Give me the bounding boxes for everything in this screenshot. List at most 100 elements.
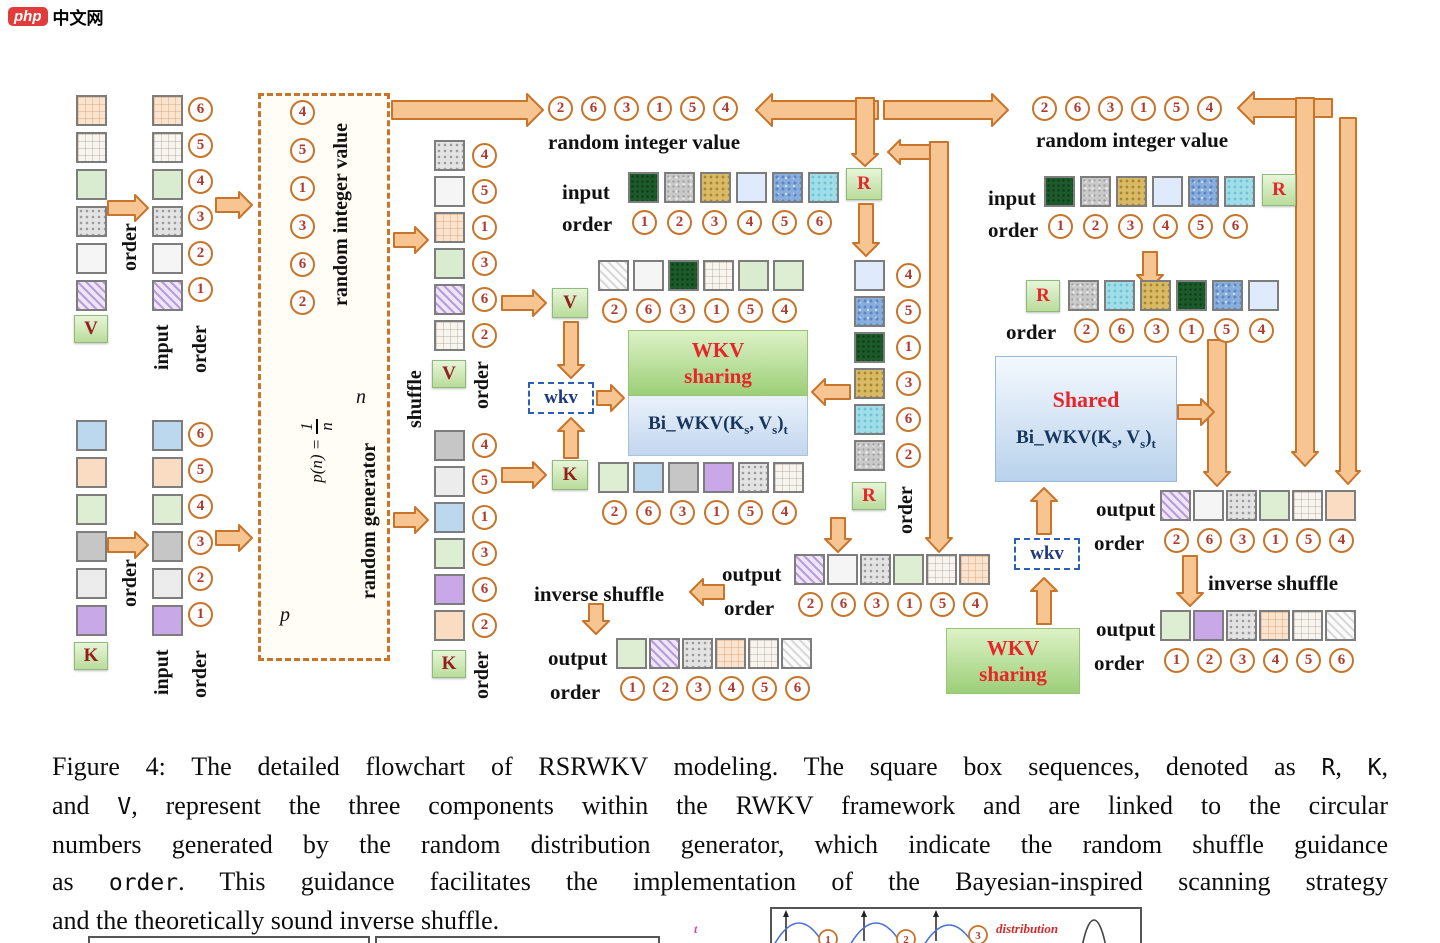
caption-segment: , represent the three components within … [131, 791, 1388, 820]
patch-square-peach [434, 610, 465, 641]
caption-segment: , [1335, 752, 1368, 781]
patch-square-whiteStripe [781, 638, 812, 669]
order-number: 3 [1230, 648, 1255, 673]
order-number: 2 [1032, 96, 1057, 121]
center-k-label-box: K [552, 460, 588, 490]
right-shuffled-squares [1068, 280, 1279, 311]
patch-square-white [76, 243, 107, 274]
caption-segment: R [1321, 755, 1336, 781]
patch-square-cyan [808, 172, 839, 203]
wkv-sharing-small-title: WKV sharing [946, 628, 1080, 694]
patch-square-whiteStripe [1325, 610, 1356, 641]
patch-square-paleBlue [854, 260, 885, 291]
distribution-curve-4 [1082, 919, 1106, 943]
order-number: 1 [472, 505, 497, 530]
r-column-squares [854, 260, 885, 471]
text-segment: ) [1145, 426, 1152, 448]
center-random-title: random integer value [548, 130, 741, 154]
v-input-stack [76, 95, 107, 311]
mini-circle-2 [896, 929, 916, 943]
order-number: 2 [602, 298, 627, 323]
formula-lhs: p(n) = [307, 438, 326, 483]
flow-arrow [883, 93, 1009, 127]
caption-line: Figure 4: The detailed flowchart of RSRW… [52, 748, 1388, 787]
order-number: 1 [704, 298, 729, 323]
order-number: 1 [632, 210, 657, 235]
patch-square-whiteGrid [1292, 490, 1323, 521]
wkv-sharing-title: WKV sharing [628, 330, 808, 396]
patch-square-purple [703, 462, 734, 493]
right-r-label-box: R [1262, 174, 1296, 206]
caption-segment: Figure 4: The detailed flowchart of RSRW… [52, 752, 1322, 781]
center-order-label: order [562, 212, 613, 236]
patch-square-ltGreen [1259, 490, 1290, 521]
k-label-box: K [74, 642, 108, 670]
order-number: 4 [1329, 528, 1354, 553]
flow-arrow [1177, 398, 1215, 426]
right-input-squares [1044, 176, 1255, 207]
flow-arrow [1030, 577, 1058, 625]
order-number: 4 [1197, 96, 1222, 121]
shared-bi-wkv-formula: Bi_WKV(Ks, Vs)t [1016, 427, 1156, 452]
right-output2-squares [1160, 610, 1356, 641]
patch-square-white [633, 260, 664, 291]
v-order-label: order [189, 325, 211, 373]
order-number: 3 [290, 214, 315, 239]
order-number: 2 [548, 96, 573, 121]
order-number: 6 [636, 298, 661, 323]
order-number: 2 [188, 566, 213, 591]
patch-square-cyan [854, 404, 885, 435]
order-number: 4 [188, 494, 213, 519]
patch-square-green [434, 248, 465, 279]
random-integer-value-vertical-label: random integer value [330, 123, 352, 307]
k-order-arrow-label: order [119, 559, 141, 607]
order-number: 6 [581, 96, 606, 121]
shuffle-v-order-label: order [471, 361, 493, 409]
patch-square-purpleStripe [152, 280, 183, 311]
order-number: 4 [290, 100, 315, 125]
shuffled-k-stack [434, 430, 465, 641]
text-segment: t [1151, 435, 1156, 451]
order-number: 6 [785, 676, 810, 701]
shuffle-k-order-label: order [471, 651, 493, 699]
site-logo[interactable]: php 中文网 [8, 4, 104, 29]
order-number: 3 [670, 298, 695, 323]
order-number: 5 [1296, 648, 1321, 673]
patch-square-peachGrid [715, 638, 746, 669]
next-figure-panel-2 [375, 936, 660, 943]
text-segment: ) [777, 413, 784, 435]
order-number: 2 [1197, 648, 1222, 673]
flow-arrow [393, 506, 429, 534]
patch-square-dkGreen [1044, 176, 1075, 207]
random-generator-box [258, 93, 390, 661]
patch-square-gold [700, 172, 731, 203]
patch-square-ltGray [76, 568, 107, 599]
formula-fraction: 1 n [297, 419, 336, 434]
caption-segment: and the theoretically sound inverse shuf… [52, 906, 500, 935]
order-number: 3 [896, 371, 921, 396]
patch-square-grayNoise [854, 440, 885, 471]
patch-square-purple [1193, 610, 1224, 641]
caption-line: and V, represent the three components wi… [52, 787, 1388, 826]
k-order-label: order [189, 650, 211, 698]
order-number: 6 [1223, 214, 1248, 239]
order-number: 2 [896, 443, 921, 468]
order-number: 1 [188, 277, 213, 302]
order-number: 5 [772, 210, 797, 235]
order-number: 4 [1249, 318, 1274, 343]
right-inverse-shuffle-label: inverse shuffle [1208, 571, 1339, 595]
center-input-label: input [562, 180, 610, 204]
flow-arrow [1203, 339, 1231, 487]
flow-arrow [1237, 91, 1333, 125]
mini-axis-arrowhead-1 [783, 910, 789, 917]
order-number: 6 [1197, 528, 1222, 553]
